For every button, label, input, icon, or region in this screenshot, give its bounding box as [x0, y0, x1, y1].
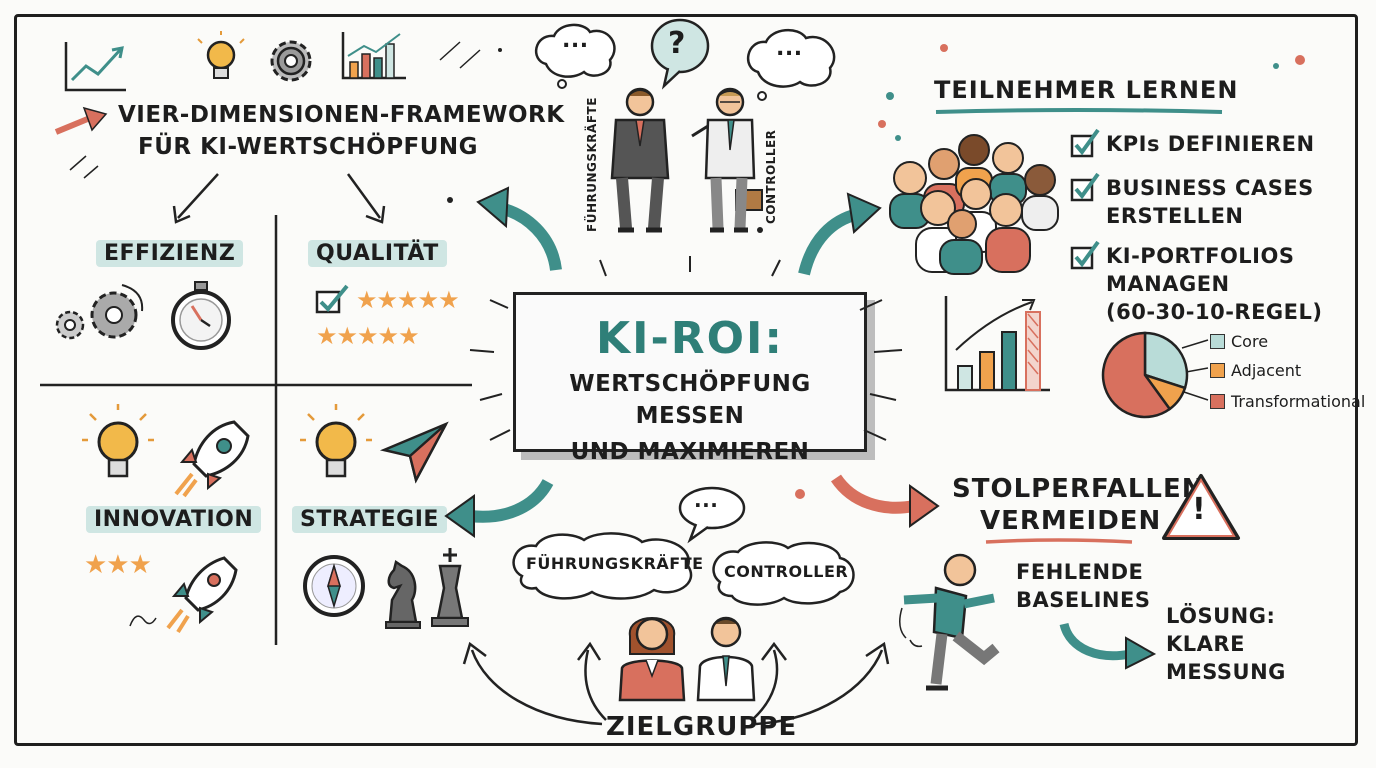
participants-group	[889, 134, 1059, 275]
thought-dots-left: ...	[562, 28, 589, 53]
quadrant-label-quality: QUALITÄT	[308, 240, 447, 267]
executive-figure	[610, 87, 670, 233]
pitfalls-underline	[985, 538, 1133, 544]
question-mark: ?	[668, 26, 686, 61]
stumbling-person-figure	[899, 553, 1000, 691]
bubble-controller: CONTROLLER	[724, 562, 849, 581]
arrow-to-bottom-right	[831, 474, 940, 528]
quadrant-divider	[40, 215, 472, 645]
trend-chart-icon	[64, 42, 126, 92]
warning-mark: !	[1192, 492, 1207, 527]
thought-dots-right: ...	[776, 36, 803, 61]
learn-title-underline	[935, 108, 1223, 114]
learn-title: TEILNEHMER LERNEN	[934, 76, 1239, 104]
problem-line1: FEHLENDE	[1016, 560, 1144, 584]
center-subtitle-line2: UND MAXIMIEREN	[570, 439, 810, 465]
rocket-icon-small	[166, 556, 238, 634]
male-controller-figure	[696, 616, 756, 702]
solution-line3: MESSUNG	[1166, 660, 1286, 684]
legend-item-adjacent: Adjacent	[1210, 361, 1301, 380]
center-subtitle-line1: WERTSCHÖPFUNG MESSEN	[569, 371, 811, 429]
learn-item-kpis: KPIs DEFINIEREN	[1106, 132, 1315, 156]
decor-dots	[878, 44, 1305, 141]
speech-bubble-dots	[678, 486, 746, 544]
cloud-bubble-controller	[712, 541, 855, 606]
problem-line2: BASELINES	[1016, 588, 1151, 612]
legend-item-transformational: Transformational	[1210, 392, 1365, 411]
cloud-bubble-executives	[512, 532, 693, 600]
learn-item-business-cases-line2: ERSTELLEN	[1106, 204, 1244, 228]
thought-bubble-left	[534, 23, 616, 89]
center-title: KI-ROI:	[596, 313, 784, 364]
lightbulb-icon	[197, 31, 245, 79]
connector-arrows	[172, 173, 386, 224]
bubble-executives: FÜHRUNGSKRÄFTE	[526, 554, 704, 573]
center-title-box: KI-ROI: WERTSCHÖPFUNG MESSEN UND MAXIMIE…	[513, 292, 867, 465]
framework-title-line1: VIER-DIMENSIONEN-FRAMEWORK	[118, 102, 565, 128]
controller-figure	[691, 87, 763, 233]
learn-item-portfolio-line2: MANAGEN	[1106, 272, 1230, 296]
warning-triangle-icon	[1162, 474, 1240, 540]
stars-rating-row1: ★★★★★	[356, 286, 460, 314]
pitfalls-title-line1: STOLPERFALLEN	[952, 474, 1205, 504]
learn-item-business-cases-line1: BUSINESS CASES	[1106, 176, 1314, 200]
radiating-lines	[469, 256, 903, 441]
arrow-to-bottom-left	[444, 478, 554, 538]
checkbox-icon	[1070, 128, 1100, 158]
stars-rating-row2: ★★★★★	[316, 322, 420, 350]
gears-icon	[55, 284, 144, 340]
arrow-to-top-right	[798, 192, 882, 276]
thought-bubble-right	[746, 29, 836, 101]
quadrant-label-innovation: INNOVATION	[86, 506, 262, 533]
framework-title-line2: FÜR KI-WERTSCHÖPFUNG	[138, 134, 479, 160]
checkbox-icon	[1070, 240, 1100, 270]
doodle-swirl	[129, 615, 157, 627]
legend-label-adjacent: Adjacent	[1231, 361, 1302, 380]
pitfalls-title-line2: VERMEIDEN	[980, 506, 1162, 536]
paper-plane-icon	[379, 421, 449, 484]
page-frame	[14, 14, 1358, 746]
solution-arrow	[1059, 622, 1157, 670]
legend-item-core: Core	[1210, 332, 1268, 351]
legend-swatch-core	[1210, 334, 1225, 349]
arrow-to-top-left	[476, 186, 562, 272]
speech-bubble-question	[650, 18, 710, 90]
audience-label: ZIELGRUPPE	[606, 712, 798, 742]
gear-icon	[270, 40, 312, 82]
chess-king-icon	[431, 548, 469, 627]
female-executive-figure	[618, 617, 686, 702]
pie-leader-lines	[1181, 339, 1209, 401]
stopwatch-icon	[171, 281, 231, 350]
portfolio-pie-chart	[1101, 331, 1189, 419]
rocket-icon	[174, 420, 250, 498]
chess-knight-icon	[385, 559, 421, 629]
solution-line2: KLARE	[1166, 632, 1245, 656]
stars-rating: ★★★	[84, 550, 152, 580]
quadrant-label-strategy: STRATEGIE	[292, 506, 447, 533]
learn-item-portfolio-line3: (60-30-10-REGEL)	[1106, 300, 1323, 324]
compass-icon	[303, 555, 365, 617]
checkbox-icon	[1070, 172, 1100, 202]
legend-swatch-adjacent	[1210, 363, 1225, 378]
lightbulb-icon	[82, 404, 154, 478]
lightbulb-icon	[300, 404, 372, 478]
legend-swatch-transformational	[1210, 394, 1225, 409]
pie-slice-transformational	[1101, 331, 1172, 419]
legend-label-core: Core	[1231, 332, 1269, 351]
learn-item-portfolio-line1: KI-PORTFOLIOS	[1106, 244, 1295, 268]
quadrant-label-efficiency: EFFIZIENZ	[96, 240, 244, 267]
bar-chart-icon	[341, 32, 406, 80]
growth-bar-chart-icon	[944, 296, 1050, 392]
solution-line1: LÖSUNG:	[1166, 604, 1276, 628]
audience-arrows	[462, 641, 890, 726]
checkmark-box-icon	[315, 284, 349, 314]
decor-dots-misc	[69, 41, 805, 499]
pie-slice-core	[1143, 331, 1189, 390]
arrow-right-icon	[54, 106, 108, 135]
legend-label-transformational: Transformational	[1231, 392, 1366, 411]
speech-dots: ...	[694, 488, 719, 512]
